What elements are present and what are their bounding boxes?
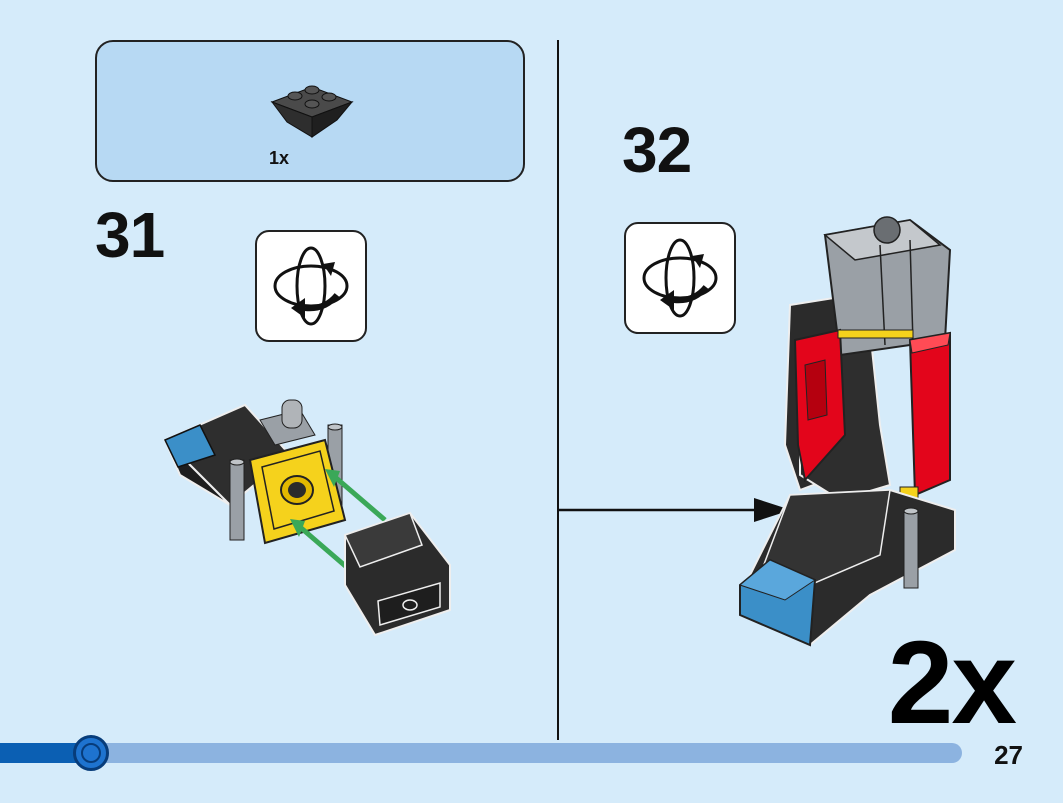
rotate-model-callout-2	[624, 222, 736, 334]
step-31-assembly	[163, 399, 451, 637]
black-slope-brick	[343, 511, 451, 637]
page-number: 27	[994, 740, 1023, 770]
progress-track	[0, 743, 962, 763]
build-multiplier: 2x	[887, 617, 1017, 749]
grey-bar	[903, 507, 919, 589]
black-slope-foot	[738, 488, 956, 647]
part-quantity: 1x	[269, 148, 290, 168]
grey-clip	[259, 399, 316, 446]
step-32-assembly	[738, 216, 956, 647]
step-32-pointer-arrow	[559, 498, 791, 522]
progress-fill	[0, 743, 91, 763]
step-number-32: 32	[622, 114, 692, 186]
parts-callout: 1x	[95, 40, 525, 182]
rotate-icon	[273, 246, 349, 326]
brick-slope-inverted-icon	[270, 85, 354, 138]
rotate-icon	[642, 238, 718, 318]
yellow-plate	[248, 438, 347, 545]
red-panels	[793, 328, 951, 500]
step-divider	[557, 40, 559, 740]
grey-bars	[229, 423, 343, 541]
rotate-model-callout	[255, 230, 367, 342]
assembly-arrows	[290, 469, 387, 572]
step-number-31: 31	[95, 199, 165, 271]
progress-marker	[73, 735, 109, 771]
grey-top-blocks	[823, 216, 952, 357]
